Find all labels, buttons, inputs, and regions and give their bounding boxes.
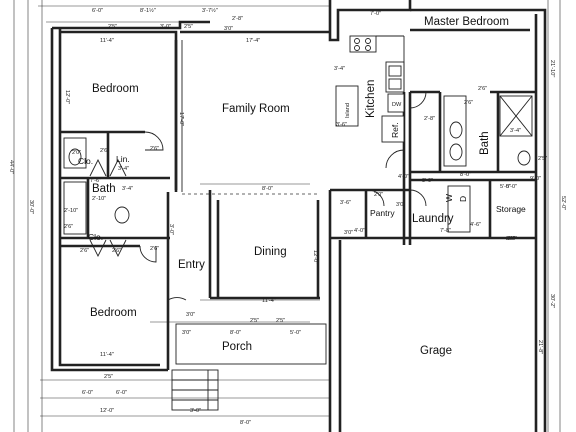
dim-label: 3'0": [396, 202, 405, 208]
dim-label: 2'6": [150, 146, 159, 152]
dim-label: 2'5": [276, 318, 285, 324]
dim-label: 3'0": [224, 26, 233, 32]
dim-label: 3'-4": [510, 128, 521, 134]
dim-label: 8'-0": [230, 330, 241, 336]
dim-label: 30'-0": [28, 200, 34, 214]
label-closet-2: Clo.: [88, 232, 103, 242]
dim-label: 3'-0": [168, 224, 174, 235]
dim-label: 4'-6": [470, 222, 481, 228]
dim-label: 11'-4": [100, 38, 114, 44]
dim-label: 6'-0": [82, 390, 93, 396]
dim-label: 2'6": [80, 248, 89, 254]
dim-label: 11'-4": [262, 298, 276, 304]
dim-label: 2'5": [104, 374, 113, 380]
dim-label: 12'-0": [64, 90, 70, 104]
label-dw: DW: [392, 102, 402, 108]
label-bath-left: Bath: [92, 183, 116, 195]
dim-label: 2'5": [108, 24, 117, 30]
label-kitchen: Kitchen: [365, 80, 377, 118]
dim-label: 2'5": [184, 24, 193, 30]
dim-label: 2'6": [112, 248, 121, 254]
dim-label: 3'0": [182, 330, 191, 336]
dim-label: 5'-0": [290, 330, 301, 336]
dim-label: 3'-4": [122, 186, 133, 192]
doors: [89, 91, 427, 301]
dim-label: 11'-4": [100, 352, 114, 358]
dim-label: 5'-0": [506, 184, 517, 190]
dim-label: 3'-0": [160, 24, 171, 30]
dim-label: 3'0": [344, 230, 353, 236]
dim-label: 17'-4": [246, 38, 260, 44]
label-entry: Entry: [178, 259, 205, 271]
label-island: Island: [345, 103, 351, 118]
dim-label: 2'-8": [424, 116, 435, 122]
dim-label: 7'-0": [370, 11, 381, 17]
dim-label: 2'0": [374, 192, 383, 198]
dim-label: 2'0": [72, 150, 81, 156]
dim-label: 21'-10": [549, 60, 555, 77]
label-bedroom-bottom: Bedroom: [90, 307, 137, 319]
dim-label: 3'-7½": [202, 7, 218, 14]
dim-label: 2'-10": [92, 196, 106, 202]
dim-label: 4'-0": [354, 228, 365, 234]
label-storage: Storage: [496, 204, 526, 214]
dim-label: 3'-0": [190, 408, 201, 414]
dim-label: 9'-0": [530, 176, 541, 182]
dim-label: 8'-0": [460, 172, 471, 178]
dim-label: 2'-8": [232, 16, 243, 22]
dim-label: 5'-0": [500, 184, 511, 190]
dimension-lines: [13, 0, 561, 432]
dim-label: 3'0": [186, 312, 195, 318]
label-closet-1: Clo.: [78, 156, 93, 166]
label-pantry: Pantry: [370, 208, 395, 218]
dim-label: 17'-0": [178, 112, 184, 126]
dim-label: 12'-0": [312, 250, 318, 264]
label-dryer: D: [458, 196, 468, 202]
dim-label: 4'-0": [398, 174, 409, 180]
label-laundry: Laundry: [412, 213, 454, 225]
dim-label: 2'6": [100, 148, 109, 154]
dim-label: 30'-2": [549, 294, 555, 308]
label-master-bedroom: Master Bedroom: [424, 16, 509, 28]
dim-label: 8'-1½": [140, 7, 156, 14]
dim-label: 8'-0": [240, 420, 251, 426]
label-family-room: Family Room: [222, 103, 290, 115]
dim-label: 6'-0": [116, 390, 127, 396]
dim-label: 7'-8": [440, 228, 451, 234]
dim-label: 2'6": [508, 236, 517, 242]
dim-label: 52'-0": [560, 196, 566, 210]
kitchen-fixtures: [335, 35, 405, 150]
dim-label: 2'6": [506, 236, 515, 242]
dim-label: 3'-4": [118, 166, 129, 172]
porch-steps: [171, 323, 327, 411]
dim-label: 7'-6": [90, 178, 101, 184]
dim-label: 2'6": [464, 100, 473, 106]
dim-label: 2'-10": [64, 208, 78, 214]
bath-fixtures: [63, 95, 533, 235]
label-dining: Dining: [254, 246, 287, 258]
label-linen: Lin.: [116, 154, 130, 164]
exterior-walls: [50, 0, 547, 432]
dim-label: 3'-4": [334, 66, 345, 72]
label-bath-right: Bath: [479, 131, 491, 155]
dim-label: 2'5": [538, 156, 547, 162]
dim-label: 2'6": [64, 224, 73, 230]
label-refrigerator: Ref.: [390, 122, 400, 138]
label-washer: W: [444, 194, 454, 202]
dim-label: 8'-0": [262, 186, 273, 192]
dim-label: 2'6": [478, 86, 487, 92]
dim-label: 12'-0": [100, 408, 114, 414]
label-garage: Grage: [420, 345, 452, 357]
label-bedroom-top: Bedroom: [92, 83, 139, 95]
dim-label: 6'-0": [92, 8, 103, 14]
dim-label: 3'-0": [422, 178, 433, 184]
dim-label: 2'6": [150, 246, 159, 252]
dim-label: 3'-6": [336, 122, 347, 128]
dim-label: 2'5": [250, 318, 259, 324]
dim-label: 44'-0": [8, 160, 14, 174]
dim-label: 21'-8": [537, 340, 543, 354]
dim-label: 3'-6": [340, 200, 351, 206]
label-porch: Porch: [222, 341, 252, 353]
